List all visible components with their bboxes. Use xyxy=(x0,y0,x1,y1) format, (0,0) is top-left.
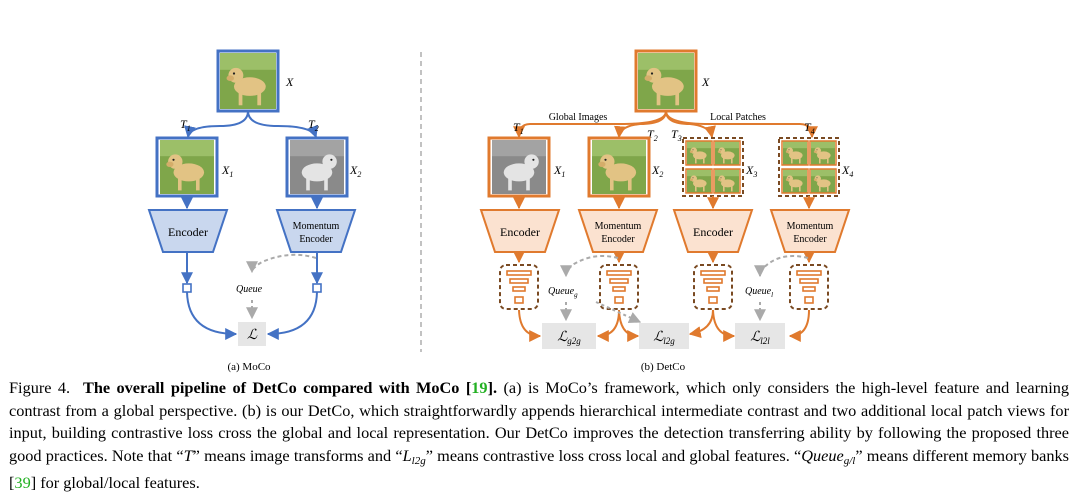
detco-loss-l2l-label: ℒl2l xyxy=(750,330,770,346)
caption-figure-number: Figure 4. xyxy=(9,378,71,397)
moco-loss-box xyxy=(238,322,266,346)
caption-queue-symbol: Queue xyxy=(801,445,844,465)
detco-loss-g2g-box xyxy=(542,323,596,349)
detco-loss-l2g-label: ℒl2g xyxy=(653,330,675,346)
moco-momentum-label-2: Encoder xyxy=(299,234,333,245)
moco-input-image xyxy=(216,49,280,113)
moco-encoder xyxy=(147,209,229,253)
caption-text-2: ” means image transforms and “ xyxy=(192,445,403,465)
detco-view3-patches xyxy=(682,137,744,197)
moco-loss-label: ℒ xyxy=(247,328,258,343)
detco-view1-image xyxy=(487,136,551,198)
dog-photo-icon xyxy=(592,140,646,194)
detco-queue-g-label: Queueg xyxy=(548,286,578,299)
detco-x2-label: X2 xyxy=(651,163,663,179)
moco-momentum-label-1: Momentum xyxy=(293,221,340,232)
moco-panel: X T1 T2 X1 X2 Encoder Momentum Encoder Q… xyxy=(147,49,361,373)
detco-momentum-2-line-2: Encoder xyxy=(793,234,827,245)
detco-encoder-2-label: Encoder xyxy=(693,225,733,239)
dog-photo-icon xyxy=(638,53,694,109)
detco-encoder-1 xyxy=(479,209,561,253)
moco-t1-label: T1 xyxy=(180,117,191,133)
detco-momentum-2-line-1: Momentum xyxy=(787,221,834,232)
patch-grid-icon xyxy=(687,141,711,165)
moco-queue-label: Queue xyxy=(236,284,263,295)
detco-x4-label: X4 xyxy=(841,163,853,179)
moco-encoder-label: Encoder xyxy=(168,225,208,239)
moco-view1-image xyxy=(155,136,219,198)
caption-text-4: ” means different memory banks [ xyxy=(9,445,1069,493)
caption-l-symbol: L xyxy=(402,445,412,465)
detco-panel: X Global Images Local Patches T1 T2 T3 T… xyxy=(479,49,853,373)
detco-sublabel: (b) DetCo xyxy=(641,361,686,373)
moco-x1-label: X1 xyxy=(221,163,233,179)
detco-queue-l-label: Queuel xyxy=(745,286,773,299)
pipeline-figure: X T1 T2 X1 X2 Encoder Momentum Encoder Q… xyxy=(147,49,853,373)
detco-momentum-encoder-2 xyxy=(769,209,851,253)
detco-image-label: X xyxy=(701,75,710,89)
moco-x2-label: X2 xyxy=(349,163,361,179)
detco-input-image xyxy=(634,49,698,113)
caption-text-3: ” means contrastive loss cross local and… xyxy=(425,445,802,465)
moco-image-label: X xyxy=(285,75,294,89)
detco-encoder-2 xyxy=(672,209,754,253)
detco-view2-image xyxy=(587,136,651,198)
detco-t3-label: T3 xyxy=(671,127,682,143)
caption-text-1: (a) is MoCo’s framework, which only cons… xyxy=(9,378,1070,465)
moco-feature-node-2 xyxy=(312,283,322,293)
detco-momentum-encoder-1 xyxy=(577,209,659,253)
detco-loss-g2g-label: ℒg2g xyxy=(557,330,581,346)
detco-local-patches-label: Local Patches xyxy=(710,112,766,123)
detco-loss-l2g-box xyxy=(639,323,689,349)
dog-photo-icon xyxy=(160,140,214,194)
detco-x3-label: X3 xyxy=(745,163,757,179)
citation-link-39[interactable]: 39 xyxy=(14,473,31,493)
caption-t-symbol: T xyxy=(183,445,193,465)
caption-queue-subscript: g/l xyxy=(843,454,856,467)
detco-t1-label: T1 xyxy=(513,120,524,136)
detco-t2-label: T2 xyxy=(647,127,658,143)
dog-photo-icon xyxy=(290,140,344,194)
citation-link-19[interactable]: 19 xyxy=(471,378,488,397)
moco-momentum-encoder xyxy=(275,209,357,253)
detco-x1-label: X1 xyxy=(553,163,565,179)
moco-view2-image xyxy=(285,136,349,198)
patch-grid-icon xyxy=(783,141,807,165)
detco-loss-l2l-box xyxy=(735,323,785,349)
dog-photo-icon xyxy=(492,140,546,194)
detco-momentum-1-line-1: Momentum xyxy=(595,221,642,232)
detco-view4-patches xyxy=(778,137,840,197)
detco-encoder-1-label: Encoder xyxy=(500,225,540,239)
feature-pyramid-icon xyxy=(693,264,733,310)
feature-pyramid-icon xyxy=(789,264,829,310)
detco-global-images-label: Global Images xyxy=(549,112,608,123)
caption-text-5: ] for global/local features. xyxy=(30,473,200,493)
figure-caption: Figure 4. The overall pipeline of DetCo … xyxy=(9,377,1069,495)
moco-feature-node-1 xyxy=(182,283,192,293)
caption-l-subscript: l2g xyxy=(411,454,426,467)
feature-pyramid-icon xyxy=(599,264,639,310)
detco-t4-label: T4 xyxy=(804,120,815,136)
detco-momentum-1-line-2: Encoder xyxy=(601,234,635,245)
caption-title: The overall pipeline of DetCo compared w… xyxy=(82,378,498,397)
moco-t2-label: T2 xyxy=(308,117,319,133)
dog-photo-icon xyxy=(220,53,276,109)
moco-sublabel: (a) MoCo xyxy=(227,361,271,373)
feature-pyramid-icon xyxy=(499,264,539,310)
